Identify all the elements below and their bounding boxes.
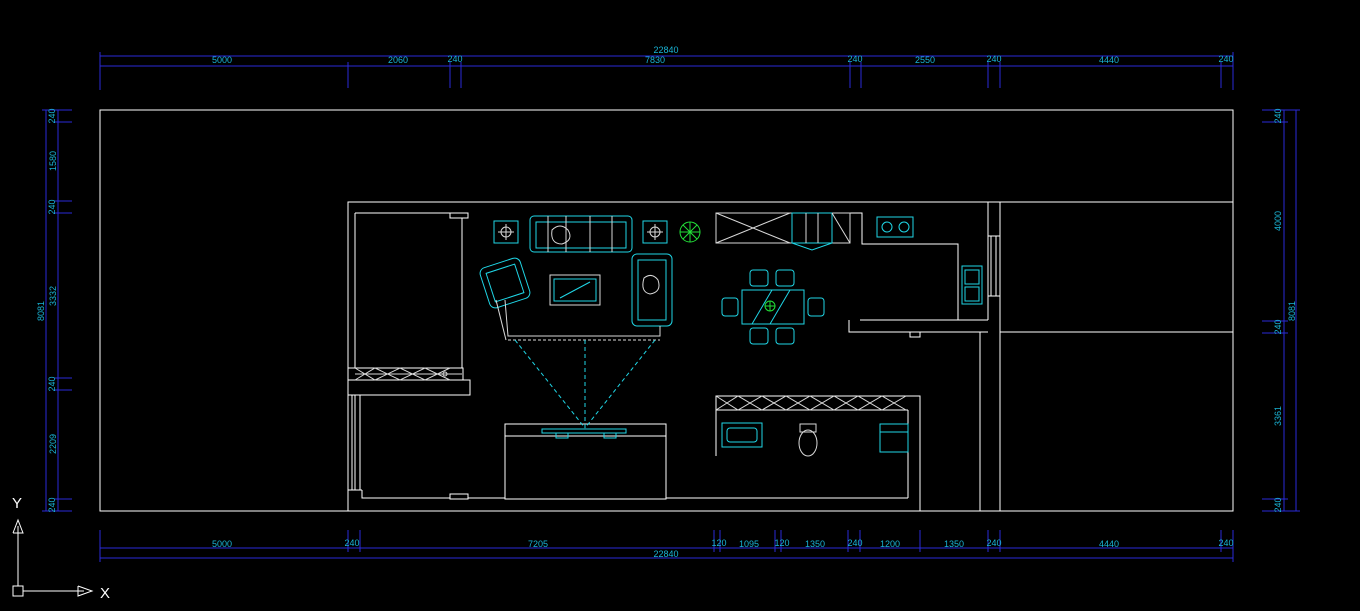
- top-dim-0: 5000: [212, 55, 232, 65]
- washing-machine: [879, 423, 909, 453]
- bottom-dim-6: 1350: [805, 539, 825, 549]
- kitchen-sink: [961, 265, 983, 305]
- top-dim-7: 4440: [1099, 55, 1119, 65]
- left-dim-2: 240: [47, 199, 57, 214]
- stove: [876, 216, 914, 238]
- bottom-dim-12: 240: [1218, 538, 1233, 548]
- bottom-dim-8: 1200: [880, 539, 900, 549]
- side-table-left: [493, 220, 519, 244]
- top-total-dim: 22840: [653, 45, 678, 55]
- coffee-table: [549, 274, 601, 306]
- bottom-dim-9: 1350: [944, 539, 964, 549]
- ucs-axis-icon: Y X: [12, 495, 110, 602]
- plant-icon: [679, 221, 701, 243]
- bottom-total-dim: 22840: [653, 549, 678, 559]
- toilet: [798, 423, 818, 457]
- top-dim-5: 2550: [915, 55, 935, 65]
- left-total-dim: 8081: [36, 301, 46, 321]
- tv-stand: [541, 428, 627, 439]
- plant-icon: [764, 300, 776, 312]
- left-dim-5: 2209: [48, 434, 58, 454]
- left-dim-3: 3332: [48, 286, 58, 306]
- bath-cabinet: [715, 395, 907, 411]
- bottom-dim-7: 240: [847, 538, 862, 548]
- tv-view-lines: [514, 339, 656, 429]
- furniture: [354, 212, 983, 457]
- axis-x-label: X: [100, 585, 110, 602]
- wash-basin: [721, 422, 763, 448]
- left-dim-0: 240: [47, 108, 57, 123]
- left-dimensions: 240 1580 240 3332 240 2209 240 8081: [36, 108, 72, 513]
- armchair-left: [479, 257, 531, 341]
- top-dim-4: 240: [847, 54, 862, 64]
- top-dim-1: 2060: [388, 55, 408, 65]
- bottom-dim-5: 120: [774, 538, 789, 548]
- bottom-dim-3: 120: [711, 538, 726, 548]
- rug: [504, 299, 661, 341]
- left-dim-6: 240: [47, 497, 57, 512]
- axis-y-label: Y: [12, 495, 22, 512]
- left-dim-1: 1580: [48, 151, 58, 171]
- kitchen-counter: [715, 212, 851, 251]
- bottom-dimensions: 5000 240 7205 120 1095 120 1350 240 1200…: [99, 530, 1234, 562]
- right-total-dim: 8081: [1287, 301, 1297, 321]
- right-dim-2: 240: [1273, 319, 1283, 334]
- right-dim-1: 4000: [1273, 211, 1283, 231]
- bottom-dim-11: 4440: [1099, 539, 1119, 549]
- wardrobe-left: [354, 367, 462, 381]
- bottom-dim-1: 240: [344, 538, 359, 548]
- top-dim-6: 240: [986, 54, 1001, 64]
- right-dim-3: 3361: [1273, 406, 1283, 426]
- top-dim-2: 240: [447, 54, 462, 64]
- bottom-dim-10: 240: [986, 538, 1001, 548]
- top-dim-3: 7830: [645, 55, 665, 65]
- walls: [99, 109, 1234, 512]
- right-dim-0: 240: [1273, 108, 1283, 123]
- bottom-dim-0: 5000: [212, 539, 232, 549]
- sofa-right: [631, 253, 673, 327]
- bottom-dim-2: 7205: [528, 539, 548, 549]
- right-dim-4: 240: [1273, 497, 1283, 512]
- left-dim-4: 240: [47, 376, 57, 391]
- top-dim-8: 240: [1218, 54, 1233, 64]
- right-dimensions: 240 4000 240 3361 240 8081: [1262, 108, 1300, 513]
- sofa: [529, 215, 633, 253]
- bottom-dim-4: 1095: [739, 539, 759, 549]
- dining-table: [721, 269, 825, 345]
- top-dimensions: 22840 5000 2060 240 7830 240 2550 240 44…: [99, 45, 1234, 90]
- side-table-right: [642, 220, 668, 244]
